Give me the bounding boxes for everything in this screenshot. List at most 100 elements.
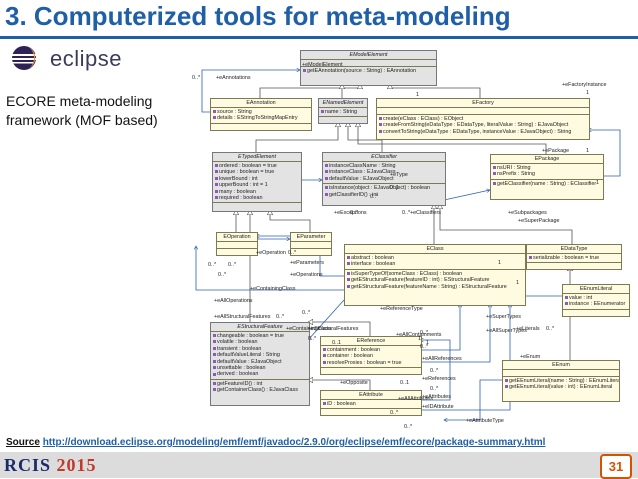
edge-label: 0..* (218, 272, 227, 278)
rcis-logo-year: 2015 (56, 455, 97, 475)
class-attribute: instanceClassName : String (325, 163, 443, 169)
edge-label: +eExceptions (334, 210, 367, 216)
class-attribute: required : boolean (215, 195, 299, 201)
edge-label: 0..* (430, 386, 439, 392)
class-attribute: defaultValueLiteral : String (213, 352, 307, 358)
title-rule (0, 36, 638, 39)
edge-label: 0..1 (332, 340, 341, 346)
description-line: ECORE meta-modeling (6, 93, 153, 109)
edge-label: 0..* (228, 262, 237, 268)
class-attributes (217, 242, 257, 249)
edge-label: +eSuperTypes (486, 314, 521, 320)
class-attributes (291, 242, 331, 249)
edge-label: 0..* (402, 210, 411, 216)
class-attributes (301, 60, 436, 67)
edge-label: +eAllReferences (422, 356, 462, 362)
class-name: ENamedElement (319, 99, 367, 108)
class-attribute: value : int (565, 295, 627, 301)
edge-label: +eContainingClass (250, 286, 296, 292)
class-attributes (503, 370, 619, 377)
edge-label: +eAllStructuralFeatures (214, 314, 271, 320)
association-line (201, 70, 300, 113)
description-line: framework (MOF based) (6, 112, 158, 128)
class-eparameter: EParameter (290, 232, 332, 256)
edge-label: +eOperation (256, 250, 286, 256)
rcis-logo-text: RCIS (4, 455, 52, 475)
edge-label: +eAllOperations (214, 298, 253, 304)
class-operations (211, 124, 311, 130)
edge-label: +eLiterals (516, 326, 540, 332)
edge-label: +ePackage (542, 148, 570, 154)
edge-label: +eReferences (422, 376, 456, 382)
class-operations (217, 249, 257, 255)
edge-label: +eAllSuperTypes (486, 328, 527, 334)
edge-label: +eAttributes (422, 394, 451, 400)
class-name: EAttribute (321, 391, 421, 400)
association-line (444, 379, 502, 420)
class-name: EPackage (491, 155, 603, 164)
association-line (420, 304, 460, 351)
class-operation: getEStructuralFeature(featureID : int) :… (347, 277, 523, 283)
page-number: 31 (600, 454, 632, 479)
class-name: EEnumLiteral (563, 285, 629, 294)
edge-label: 1 (416, 92, 419, 98)
edge-label: 1 (596, 180, 599, 186)
edge-label: 0..* (350, 210, 359, 216)
class-attribute: abstract : boolean (347, 255, 523, 261)
source-label: Source (6, 437, 40, 448)
class-attribute: derived : boolean (213, 371, 307, 377)
class-attribute: interface : boolean (347, 261, 523, 267)
class-operation: getEEnumLiteral(value : int) : EEnumLite… (505, 384, 617, 390)
class-operations (321, 368, 421, 374)
class-attribute: nsPrefix : String (493, 171, 601, 177)
class-name: EFactory (377, 99, 589, 108)
class-attribute: name : String (321, 109, 365, 115)
class-attribute: ordered : boolean = true (215, 163, 299, 169)
association-line (256, 236, 344, 277)
edge-label: 1 (516, 280, 519, 286)
edge-label: 0..* (192, 75, 201, 81)
class-name: EDataType (527, 245, 621, 254)
class-name: EEnum (503, 361, 619, 370)
class-operation: getClassifierID() : int (325, 192, 443, 198)
class-operations (563, 310, 629, 316)
class-attribute: upperBound : int = 1 (215, 182, 299, 188)
edge-label: +eParameters (290, 260, 325, 266)
edge-label: +eOperations (290, 272, 323, 278)
class-attribute: resolveProxies : boolean = true (323, 360, 419, 366)
source-citation: Source http://download.eclipse.org/model… (6, 437, 545, 448)
edge-label: +eAllContainments (396, 332, 442, 338)
class-name: EReference (321, 337, 421, 346)
generalization-line (308, 380, 371, 390)
edge-label: +eSuperPackage (518, 218, 560, 224)
class-operations (319, 117, 367, 123)
edge-label: 1 (498, 260, 501, 266)
edge-label: +eClassifiers (410, 210, 442, 216)
edge-label: 1 (586, 90, 589, 96)
class-operations (291, 249, 331, 255)
source-link[interactable]: http://download.eclipse.org/modeling/emf… (42, 437, 546, 448)
class-attribute: serializable : boolean = true (529, 255, 619, 261)
edge-label: 1 (426, 340, 429, 346)
edge-label: 0..* (430, 368, 439, 374)
class-attribute: volatile : boolean (213, 339, 307, 345)
edge-label: +eIDAttribute (422, 404, 454, 410)
class-attributes (377, 108, 589, 115)
class-eoperation: EOperation (216, 232, 258, 256)
generalization-line (308, 322, 371, 336)
class-attribute: source : String (213, 109, 309, 115)
edge-label: +eFactoryInstance (562, 82, 607, 88)
class-attribute: defaultValue : EJavaObject (325, 176, 443, 182)
edge-label: 0..* (404, 424, 413, 430)
